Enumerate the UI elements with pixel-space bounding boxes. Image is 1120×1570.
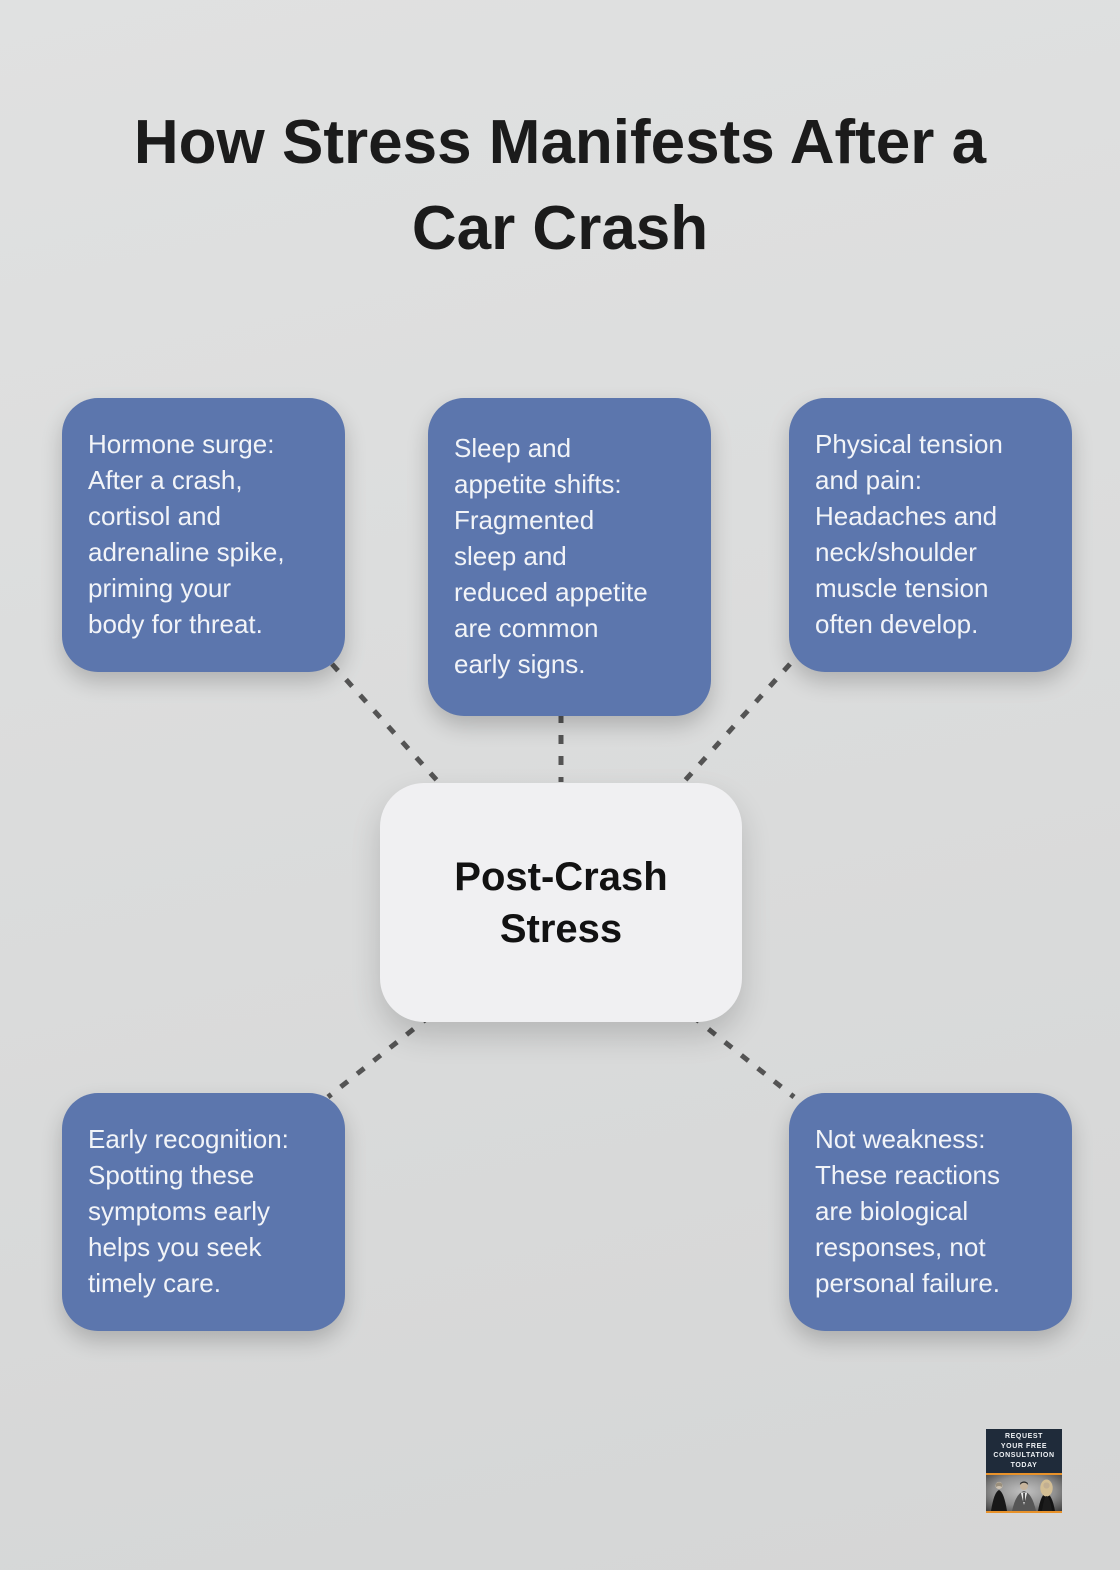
badge-line: REQUEST xyxy=(1004,1433,1044,1440)
node-not-weakness: Not weakness: These reactions are biolog… xyxy=(789,1093,1072,1331)
center-node-label: Post-Crash Stress xyxy=(454,854,668,951)
badge-bottom-accent xyxy=(986,1511,1062,1513)
consultation-badge: REQUEST YOUR FREE CONSULTATION TODAY xyxy=(986,1429,1062,1513)
badge-divider xyxy=(986,1473,1062,1475)
node-physical-tension-pain: Physical tension and pain: Headaches and… xyxy=(789,398,1072,672)
connector-not-weakness xyxy=(690,1014,796,1099)
consultation-badge-text: REQUEST YOUR FREE CONSULTATION TODAY xyxy=(986,1429,1062,1473)
node-sleep-appetite-shifts: Sleep and appetite shifts: Fragmented sl… xyxy=(428,398,711,716)
connector-early-recognition xyxy=(326,1014,432,1099)
center-node-post-crash-stress: Post-Crash Stress xyxy=(380,783,742,1022)
badge-line: YOUR FREE xyxy=(1000,1442,1048,1450)
page-title: How Stress Manifests After a Car Crash xyxy=(133,108,987,263)
attorneys-photo xyxy=(986,1475,1062,1511)
badge-line: CONSULTATION xyxy=(993,1452,1055,1459)
connector-physical-tension xyxy=(678,662,792,788)
node-early-recognition: Early recognition: Spotting these sympto… xyxy=(62,1093,345,1331)
node-hormone-surge: Hormone surge: After a crash, cortisol a… xyxy=(62,398,345,672)
connector-hormone-surge xyxy=(330,662,444,788)
badge-line: TODAY xyxy=(1010,1461,1038,1469)
attorneys-photo-graphic xyxy=(986,1475,1062,1511)
